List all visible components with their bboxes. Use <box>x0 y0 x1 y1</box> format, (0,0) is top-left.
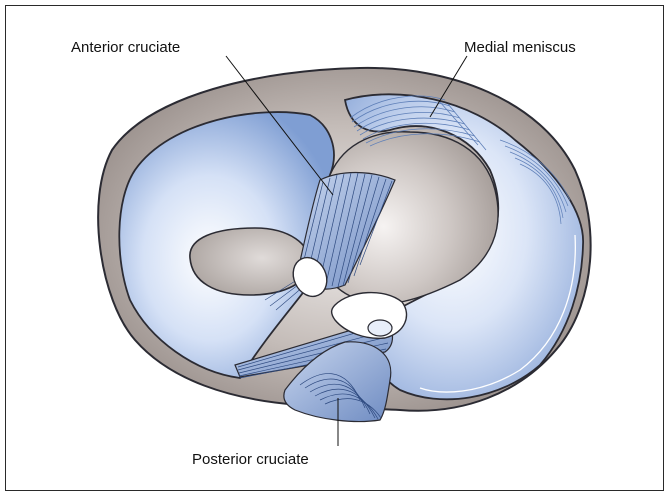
label-posterior-cruciate: Posterior cruciate <box>192 451 309 468</box>
lateral-articular-surface <box>190 228 310 295</box>
label-medial-meniscus: Medial meniscus <box>464 39 576 56</box>
label-anterior-cruciate: Anterior cruciate <box>71 39 180 56</box>
